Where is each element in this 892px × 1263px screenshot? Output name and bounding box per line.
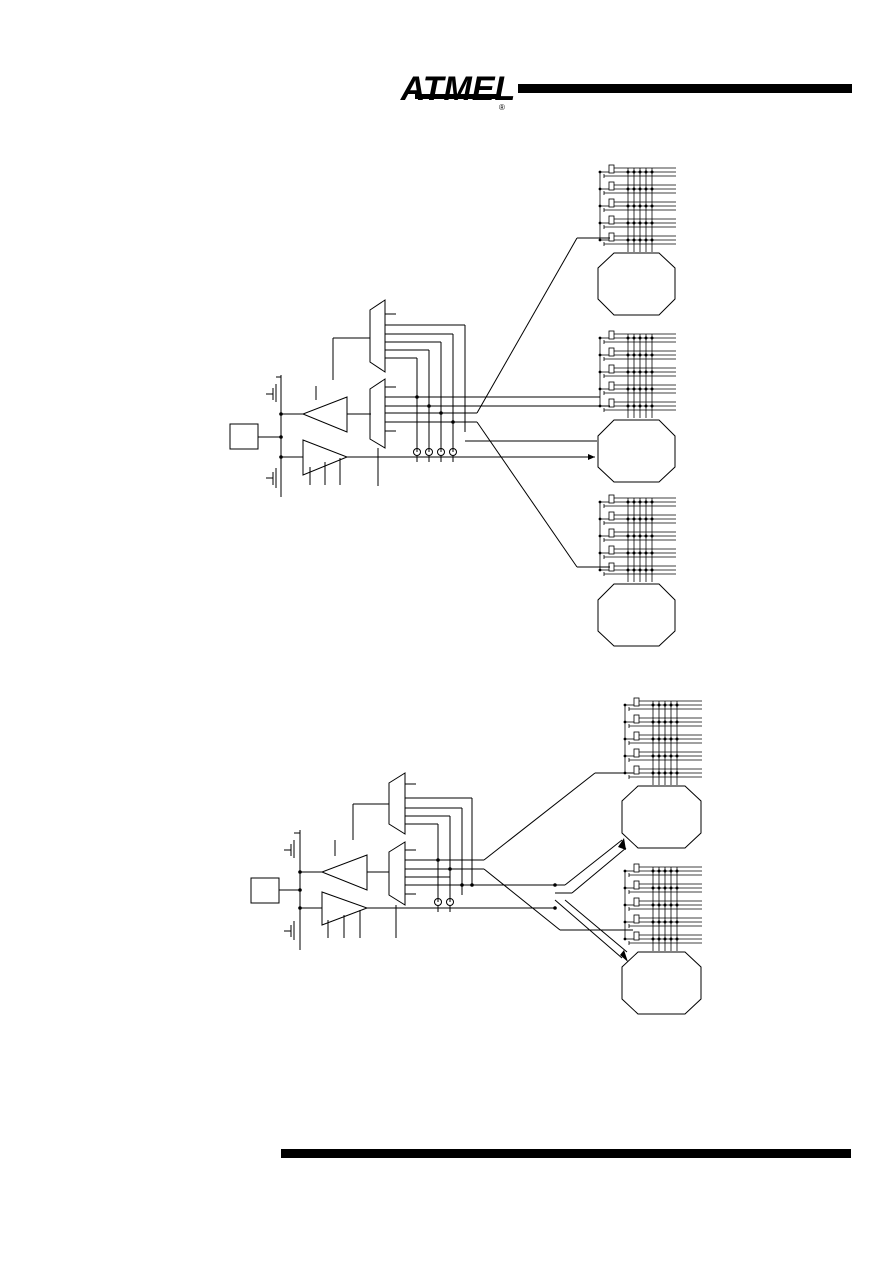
feedback-mux (388, 772, 406, 835)
macrocell-register (608, 181, 615, 191)
footer-rule (281, 1149, 851, 1158)
macrocell-register (633, 765, 640, 775)
xor-gate-row (413, 448, 457, 456)
macrocell-bank (598, 330, 676, 418)
macrocell-register (608, 164, 615, 174)
header-rule (518, 84, 852, 93)
macrocell-bank (623, 697, 702, 785)
atmel-logo: ATMEL ® (400, 70, 516, 112)
macrocell-register (608, 528, 615, 538)
macrocell-register (633, 914, 640, 924)
macrocell-register (608, 511, 615, 521)
output-buffer (320, 854, 368, 891)
logic-block (621, 951, 702, 1015)
macrocell-register (633, 897, 640, 907)
macrocell-register (633, 931, 640, 941)
macrocell-register (608, 562, 615, 572)
output-select-mux (388, 841, 406, 906)
logic-block (597, 252, 676, 316)
feedback-mux (369, 299, 386, 373)
xor-gate-row (434, 898, 454, 906)
macrocell-register (608, 330, 615, 340)
figure-bottom-io-routing (250, 697, 702, 1015)
macrocell-bank (598, 494, 676, 582)
macrocell-register (633, 748, 640, 758)
macrocell-register (633, 863, 640, 873)
macrocell-register (633, 714, 640, 724)
registered-mark: ® (499, 103, 505, 112)
pull-up-transistor (284, 832, 300, 858)
macrocell-register (608, 232, 615, 242)
io-pin-box (250, 877, 280, 904)
output-buffer (301, 396, 348, 433)
macrocell-register (633, 880, 640, 890)
logic-block (597, 583, 676, 647)
macrocell-register (608, 364, 615, 374)
macrocell-register (633, 697, 640, 707)
macrocell-register (608, 494, 615, 504)
macrocell-register (608, 381, 615, 391)
pull-up-transistor (266, 376, 281, 402)
macrocell-register (608, 398, 615, 408)
macrocell-bank (598, 164, 676, 252)
macrocell-register (633, 731, 640, 741)
io-pin-box (229, 423, 259, 450)
figure-top-io-routing (229, 164, 676, 647)
macrocell-bank (623, 863, 702, 951)
logo-wordmark: ATMEL (400, 70, 516, 108)
output-select-mux (369, 378, 386, 449)
macrocell-register (608, 198, 615, 208)
macrocell-register (608, 347, 615, 357)
macrocell-register (608, 545, 615, 555)
pull-down-transistor (284, 921, 295, 940)
pull-down-transistor (266, 468, 277, 488)
logic-block (597, 419, 676, 483)
macrocell-register (608, 215, 615, 225)
logic-block (621, 785, 702, 849)
